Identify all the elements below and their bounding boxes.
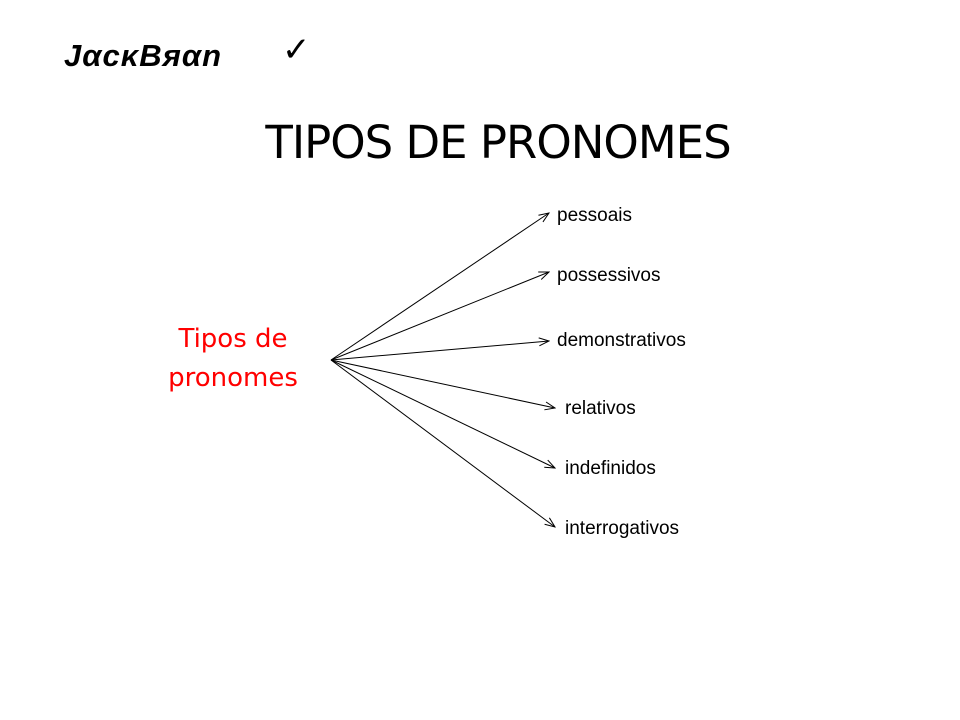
branch-demonstrativos: demonstrativos bbox=[557, 330, 686, 351]
check-icon: ✓ bbox=[282, 30, 311, 70]
center-node: Tipos de pronomes bbox=[140, 320, 326, 398]
branch-indefinidos: indefinidos bbox=[565, 458, 656, 479]
arrow-indefinidos bbox=[330, 359, 555, 468]
arrow-pessoais bbox=[330, 213, 549, 361]
arrow-possessivos bbox=[330, 272, 549, 361]
branch-interrogativos: interrogativos bbox=[565, 518, 680, 539]
center-node-line2: pronomes bbox=[168, 363, 298, 393]
page-title: TIPOS DE PRONOMES bbox=[265, 116, 731, 169]
branch-possessivos: possessivos bbox=[557, 265, 661, 286]
arrow-relativos bbox=[330, 359, 555, 408]
arrow-interrogativos bbox=[330, 359, 555, 527]
center-node-line1: Tipos de bbox=[178, 324, 288, 354]
branch-pessoais: pessoais bbox=[557, 205, 632, 226]
logo-text: JαcκBяαn bbox=[64, 38, 223, 73]
arrow-demonstrativos bbox=[330, 341, 549, 361]
branch-relativos: relativos bbox=[565, 398, 636, 419]
